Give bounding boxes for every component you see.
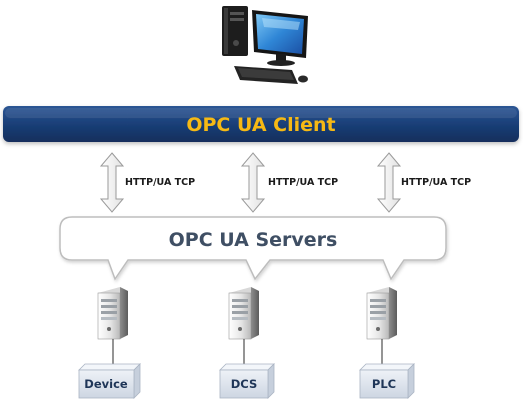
protocol-label: HTTP/UA TCP (401, 177, 471, 188)
bidirectional-arrow-icon (240, 152, 266, 213)
device-box-dcs: DCS (219, 363, 275, 399)
device-box-device: Device (78, 363, 141, 399)
device-label: Device (84, 377, 128, 391)
bidirectional-arrow-icon (376, 152, 402, 213)
client-title: OPC UA Client (186, 114, 335, 136)
protocol-label: HTTP/UA TCP (268, 177, 338, 188)
opc-ua-client-bar: OPC UA Client (3, 106, 519, 142)
device-label: PLC (372, 377, 396, 391)
link-1: HTTP/UA TCP (99, 152, 195, 213)
device-box-plc: PLC (359, 363, 415, 399)
server-tower-icon (366, 287, 397, 340)
opc-ua-servers-callout: OPC UA Servers (59, 216, 447, 281)
server-tower-icon (97, 287, 128, 340)
device-label: DCS (231, 377, 257, 391)
link-3: HTTP/UA TCP (376, 152, 471, 213)
bidirectional-arrow-icon (99, 152, 125, 213)
desktop-computer-icon (222, 6, 308, 84)
server-tower-icon (228, 287, 259, 340)
servers-title: OPC UA Servers (169, 229, 338, 251)
protocol-label: HTTP/UA TCP (125, 177, 195, 188)
link-2: HTTP/UA TCP (240, 152, 338, 213)
